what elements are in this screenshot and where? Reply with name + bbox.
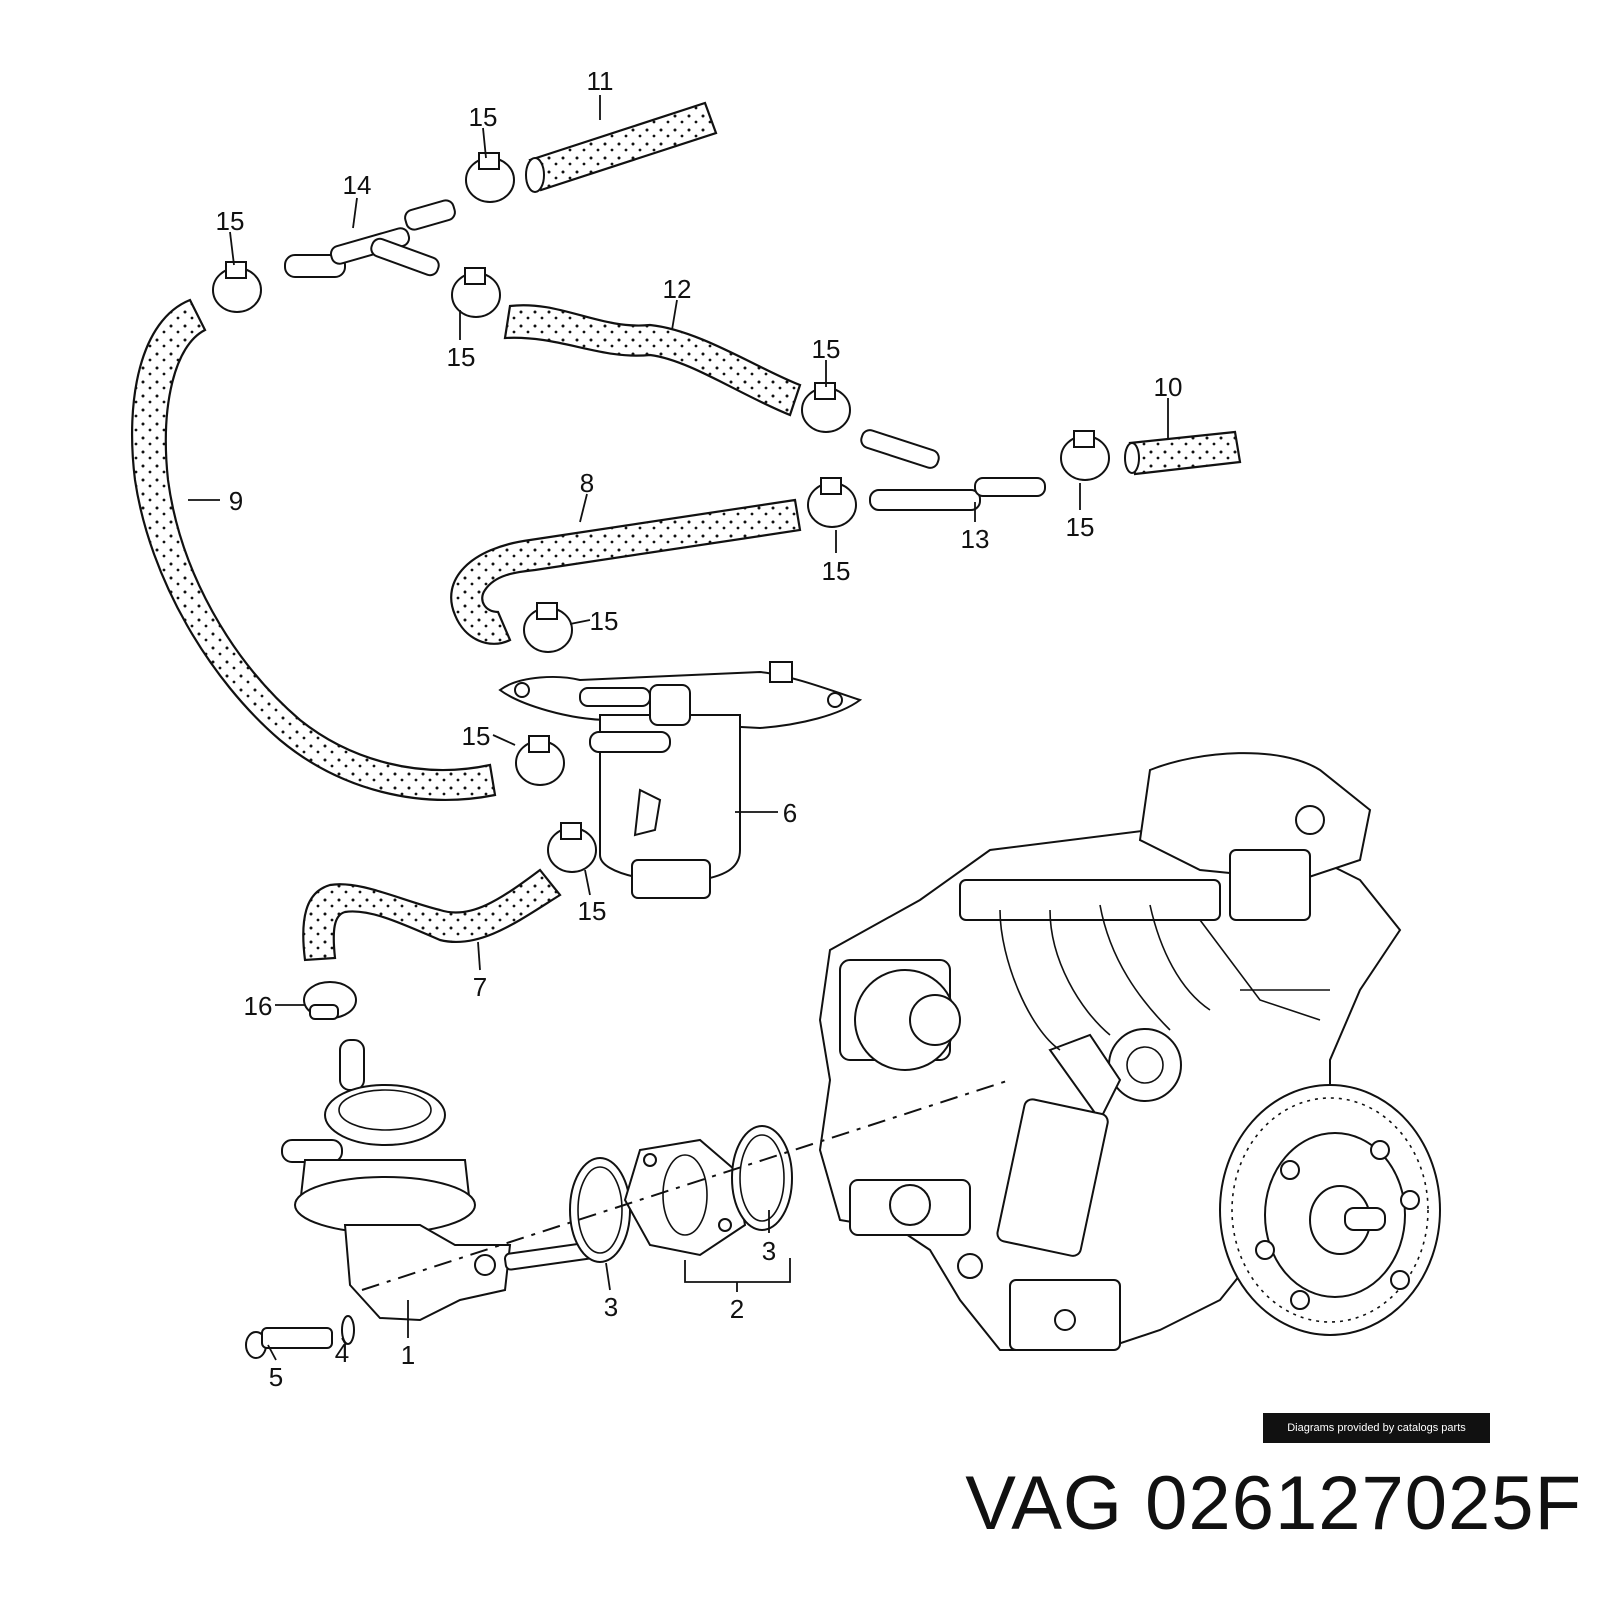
connector-13 <box>860 429 1046 511</box>
callout-15: 15 <box>812 334 841 364</box>
hose-10 <box>1124 430 1242 476</box>
callout-4: 4 <box>335 1338 349 1368</box>
callout-11: 11 <box>587 66 614 96</box>
callout-8: 8 <box>580 468 594 498</box>
fuel-filter-6 <box>498 661 863 899</box>
hose-7 <box>302 868 562 962</box>
callout-7: 7 <box>473 972 487 1002</box>
clamp-16 <box>303 981 357 1020</box>
hose-11 <box>525 101 718 193</box>
callout-3: 3 <box>604 1292 618 1322</box>
callout-15: 15 <box>447 342 476 372</box>
fuel-pump-1 <box>281 1039 597 1322</box>
callout-14: 14 <box>343 170 372 200</box>
flange-2 <box>623 1138 747 1257</box>
callout-6: 6 <box>783 798 797 828</box>
clamp-15 <box>212 152 1110 873</box>
callout-16: 16 <box>244 991 273 1021</box>
hose-9 <box>130 298 497 801</box>
callout-3: 3 <box>762 1236 776 1266</box>
flywheel <box>1219 1084 1441 1336</box>
callout-13: 13 <box>961 524 990 554</box>
washer-4 <box>341 1315 355 1345</box>
gasket-3-left <box>569 1157 631 1263</box>
part-number-title: VAG 026127025F <box>965 1461 1582 1546</box>
callout-15: 15 <box>1066 512 1095 542</box>
callout-labels: 11 15 14 15 15 12 15 10 8 9 13 15 15 15 … <box>216 66 1183 1392</box>
callout-5: 5 <box>269 1362 283 1392</box>
hose-12 <box>503 304 802 417</box>
credit-badge: Diagrams provided by catalogs parts <box>1263 1413 1490 1443</box>
callout-15: 15 <box>462 721 491 751</box>
callout-10: 10 <box>1154 372 1183 402</box>
callout-1: 1 <box>401 1340 415 1370</box>
callout-15: 15 <box>590 606 619 636</box>
callout-15: 15 <box>469 102 498 132</box>
callout-15: 15 <box>578 896 607 926</box>
callout-2: 2 <box>730 1294 744 1324</box>
connector-14 <box>284 199 456 278</box>
callout-15: 15 <box>216 206 245 236</box>
leader-lines <box>188 95 1169 1361</box>
hose-8 <box>450 498 802 645</box>
callout-15: 15 <box>822 556 851 586</box>
callout-12: 12 <box>663 274 692 304</box>
callout-9: 9 <box>229 486 243 516</box>
gasket-3-right <box>731 1125 793 1231</box>
bolt-5 <box>245 1327 333 1359</box>
